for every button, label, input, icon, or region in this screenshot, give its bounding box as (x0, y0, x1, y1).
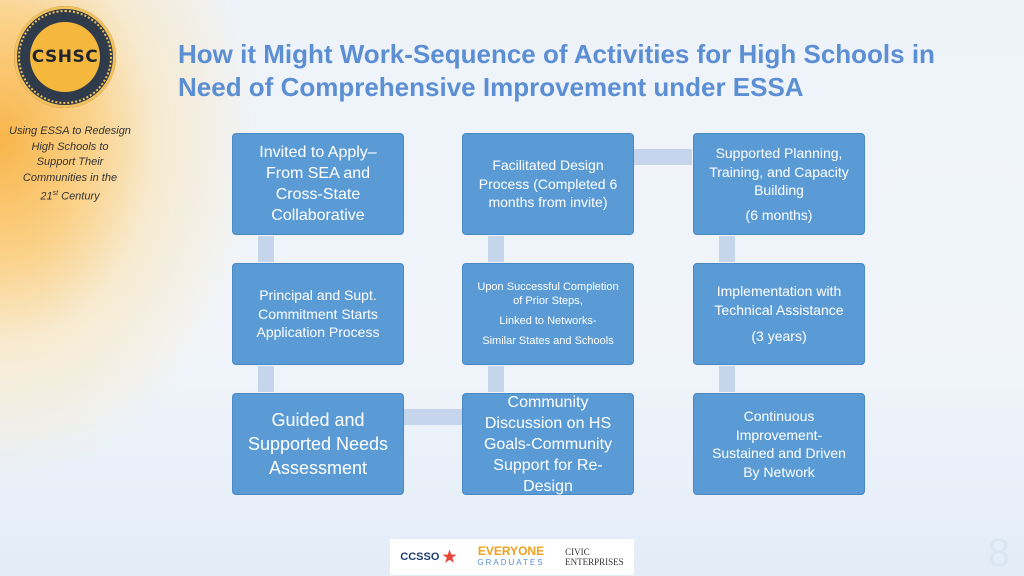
box-text: Facilitated Design Process (Completed 6 … (478, 157, 618, 211)
box-text: Similar States and Schools (482, 335, 614, 347)
everyone-graduates-logo: EVERYONE GRADUATES (477, 544, 545, 567)
cshsc-logo: CSHSC (14, 6, 116, 108)
star-icon: ★ (442, 549, 457, 566)
box-text: Invited to Apply– From SEA and Cross-Sta… (259, 144, 377, 224)
box-text: Principal and Supt. Commitment Starts Ap… (256, 287, 380, 341)
connector (719, 366, 735, 392)
page-number: 8 (987, 531, 1010, 575)
box-duration: (3 years) (751, 328, 807, 345)
step-continuous-improvement: Continuous Improvement- Sustained and Dr… (693, 393, 865, 495)
connector (719, 236, 735, 262)
box-text: Community Discussion on HS Goals-Communi… (483, 393, 613, 495)
tagline-line: Support Their (36, 156, 104, 168)
connector (634, 149, 692, 165)
step-facilitated-design: Facilitated Design Process (Completed 6 … (462, 133, 634, 235)
box-duration: (6 months) (745, 206, 813, 223)
tagline-line: Using ESSA to Redesign (9, 125, 131, 137)
connector (488, 366, 504, 392)
civic-enterprises-logo: CIVIC ENTERPRISES (565, 547, 624, 567)
connector (404, 409, 462, 425)
step-needs-assessment: Guided and Supported Needs Assessment (232, 393, 404, 495)
ccsso-logo: CCSSO★ (400, 549, 457, 566)
box-text: Linked to Networks- (499, 315, 597, 327)
slide-title: How it Might Work-Sequence of Activities… (178, 39, 935, 102)
step-principal-commitment: Principal and Supt. Commitment Starts Ap… (232, 263, 404, 365)
box-text: Upon Successful Completion of Prior Step… (477, 281, 619, 307)
step-implementation: Implementation with Technical Assistance… (693, 263, 865, 365)
tagline: Using ESSA to Redesign High Schools to S… (6, 124, 134, 205)
logo-ring (18, 10, 112, 104)
step-community-discussion: Community Discussion on HS Goals-Communi… (462, 393, 634, 495)
tagline-line: High Schools to (31, 140, 109, 153)
step-invited-to-apply: Invited to Apply– From SEA and Cross-Sta… (232, 133, 404, 235)
connector (258, 236, 274, 262)
step-upon-completion: Upon Successful Completion of Prior Step… (462, 263, 634, 365)
connector (258, 366, 274, 392)
connector (488, 236, 504, 262)
partner-logos: CCSSO★ EVERYONE GRADUATES CIVIC ENTERPRI… (390, 539, 634, 575)
box-text: Continuous Improvement- Sustained and Dr… (712, 408, 846, 480)
tagline-line: 21st Century (40, 190, 100, 203)
box-text: Implementation with Technical Assistance (714, 283, 844, 318)
tagline-line: Communities in the (22, 171, 118, 184)
box-text: Supported Planning, Training, and Capaci… (709, 145, 849, 198)
step-supported-planning: Supported Planning, Training, and Capaci… (693, 133, 865, 235)
box-text: Guided and Supported Needs Assessment (247, 410, 389, 478)
